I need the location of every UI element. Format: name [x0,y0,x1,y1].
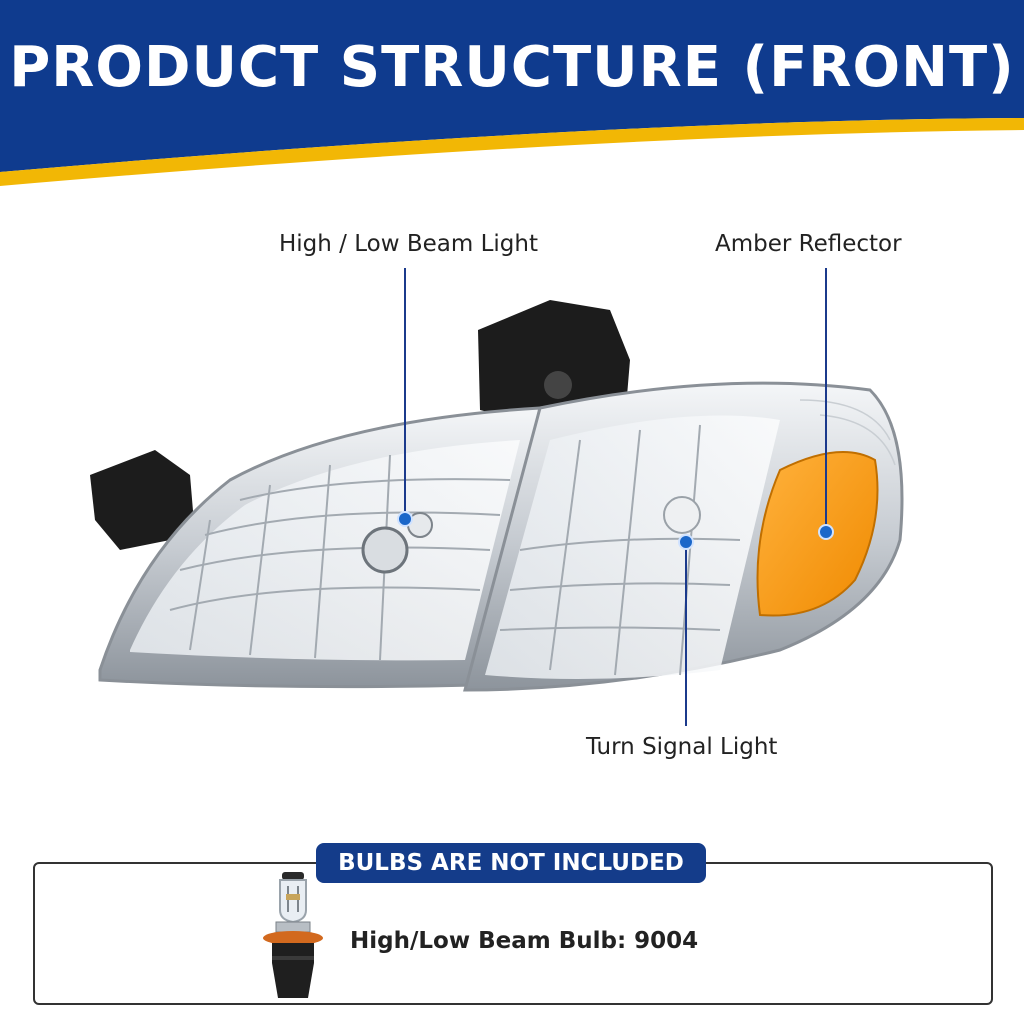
header-banner [0,0,1024,186]
headlight-illustration [90,300,904,692]
page-title: PRODUCT STRUCTURE (FRONT) [9,35,1015,100]
callout-amber-reflector: Amber Reflector [715,231,902,257]
bulbs-not-included-badge: BULBS ARE NOT INCLUDED [316,843,706,883]
marker-amber-reflector [818,524,834,540]
callout-turn-signal: Turn Signal Light [586,734,778,760]
marker-high-low-beam [397,511,413,527]
bulb-9004-icon [263,872,323,998]
leader-turn-signal [685,540,687,726]
callout-high-low-beam: High / Low Beam Light [279,231,538,257]
marker-turn-signal [678,534,694,550]
leader-high-low-beam [404,268,406,516]
bulb-spec-text: High/Low Beam Bulb: 9004 [350,928,699,954]
leader-amber-reflector [825,268,827,530]
